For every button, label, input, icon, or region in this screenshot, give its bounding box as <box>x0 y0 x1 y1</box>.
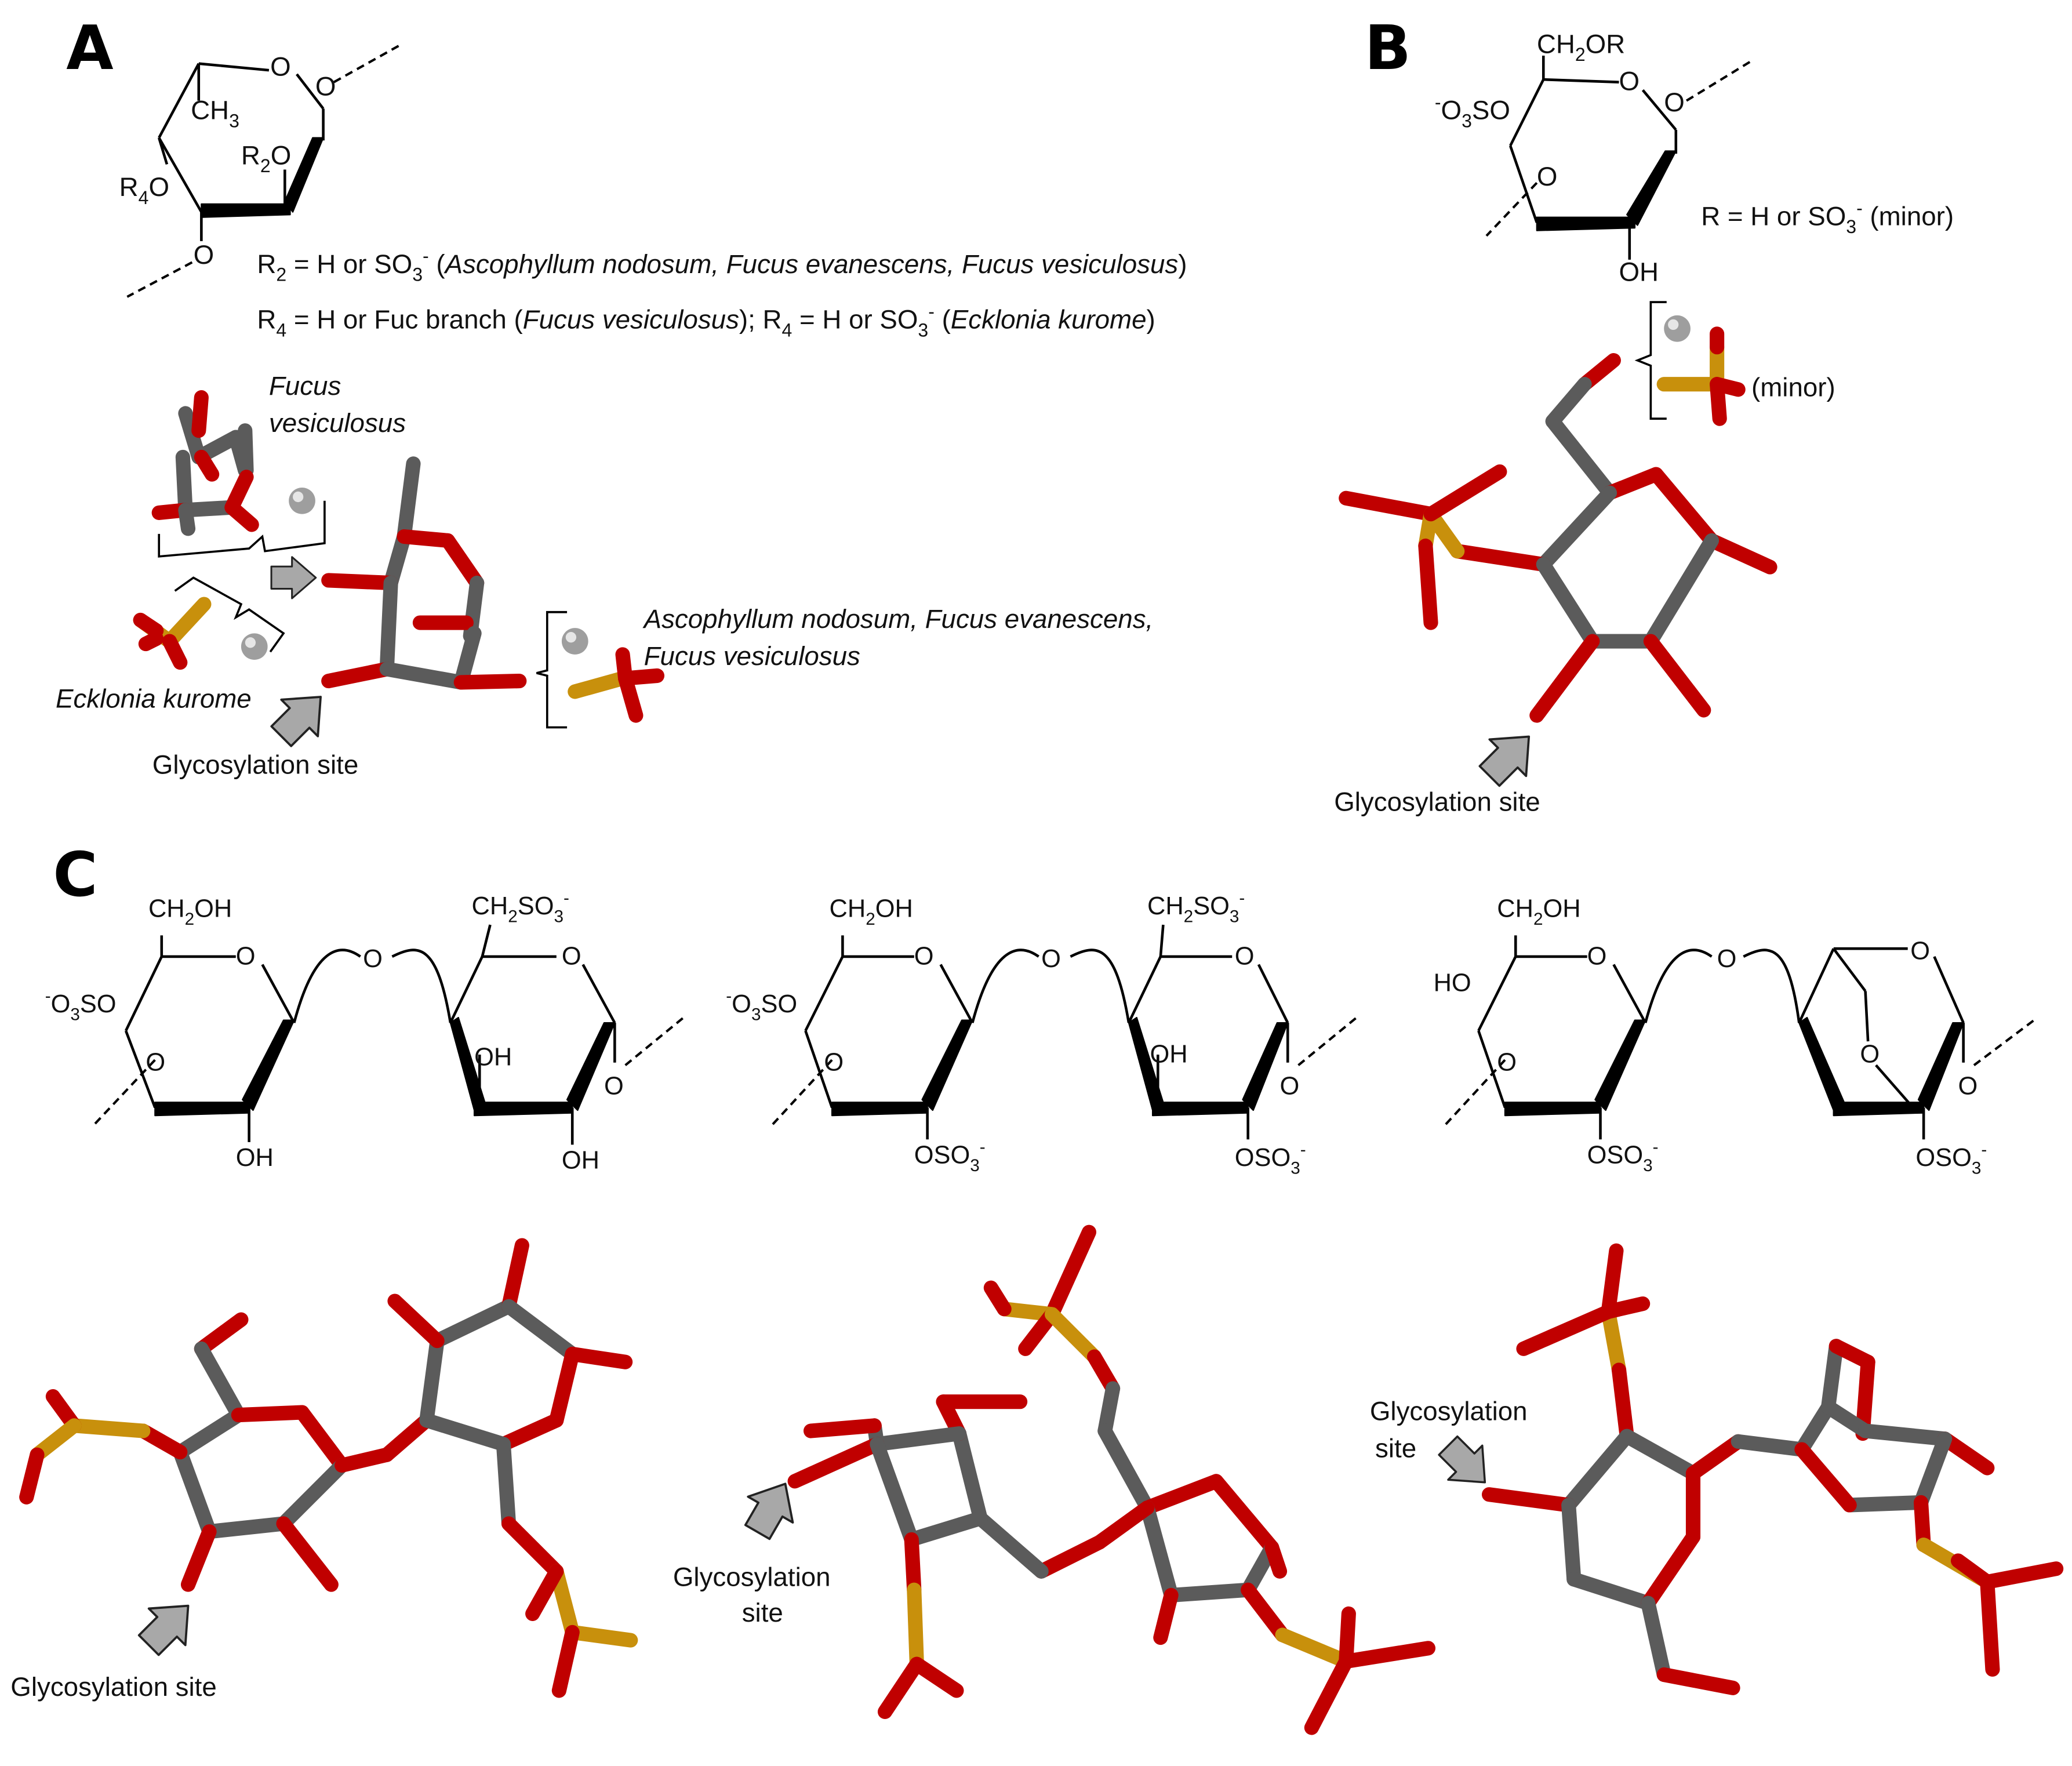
a-fucose-branch-3d <box>151 390 259 536</box>
a-ecklonia-label: Ecklonia kurome <box>56 684 252 713</box>
panel-b-label: B <box>1365 12 1411 83</box>
a-link-oxygen: O <box>194 240 215 270</box>
c2-ch2oh: CH2OH <box>830 895 913 929</box>
b-so3o-label: -O3SO <box>1435 92 1510 131</box>
panel-c-label: C <box>53 839 97 910</box>
a-sodium-right <box>561 628 588 655</box>
c2-so3o-left: -O3SO <box>726 987 797 1024</box>
c1-ring-oxygen-2: O <box>562 943 581 971</box>
a-species-line2: Fucus vesiculosus <box>644 641 860 671</box>
c3-ho-label: HO <box>1434 969 1471 997</box>
c2-oso3-bottom-2: OSO3- <box>1235 1140 1306 1178</box>
a-ring-oxygen: O <box>270 52 291 81</box>
c3-glycosylation-line2: site <box>1375 1434 1416 1463</box>
c2-glycosylation-line1: Glycosylation <box>673 1562 831 1591</box>
a-glyco-oxygen: O <box>315 72 336 101</box>
c3-glyco-oxygen: O <box>1958 1073 1978 1100</box>
c2-glycosylation-line2: site <box>742 1598 783 1627</box>
c1-oh-bottom-2: OH <box>562 1147 599 1175</box>
a-fucus-line1: Fucus <box>269 371 341 401</box>
c-model-1-3d <box>19 1238 638 1698</box>
fucose-chair-structure: O O O CH3 R2O R4O <box>119 43 401 298</box>
c-disaccharide-3: CH2OH O HO O OSO3- O O O O OSO3- <box>1434 895 2038 1178</box>
c1-bridge-oxygen: O <box>363 945 383 973</box>
b-ch2or-label: CH2OR <box>1537 29 1625 65</box>
a-bracket-right <box>536 611 568 729</box>
a-fucose-main-3d <box>321 456 527 690</box>
c3-ring-oxygen-2: O <box>1910 937 1930 965</box>
b-glycosylation-arrow <box>1470 717 1548 795</box>
c2-ring-oxygen-2: O <box>1235 943 1255 971</box>
a-ch3-label: CH3 <box>191 96 239 132</box>
a-legend-r4: R4 = H or Fuc branch (Fucus vesiculosus)… <box>257 301 1155 340</box>
b-ring-oxygen: O <box>1619 66 1640 96</box>
a-glycosylation-arrow <box>261 677 340 756</box>
b-sulfate-minor-3d <box>1656 326 1746 426</box>
c-disaccharide-2: CH2OH O -O3SO O OSO3- O CH2SO3- O OH O O… <box>726 889 1358 1178</box>
a-r4o-label: R4O <box>119 172 169 208</box>
a-sulfate-right-3d <box>568 647 665 723</box>
a-sodium-top <box>289 487 315 514</box>
c1-ch2oh: CH2OH <box>148 895 232 929</box>
c-model-2-3d <box>787 1224 1436 1735</box>
c2-oso3-bottom: OSO3- <box>914 1138 986 1175</box>
a-bracket-left <box>174 576 285 653</box>
c-disaccharide-1: CH2OH O -O3SO O OH O CH2SO3- O OH O OH <box>45 889 685 1175</box>
c3-oso3-bottom: OSO3- <box>1587 1138 1659 1175</box>
c3-ring-oxygen-1: O <box>1587 943 1607 971</box>
b-bracket <box>1634 301 1667 420</box>
c3-glycosylation-line1: Glycosylation <box>1370 1397 1528 1426</box>
c2-ch2so3: CH2SO3- <box>1147 889 1245 926</box>
b-galactose-3d <box>1339 353 1777 723</box>
a-branch-arrow <box>270 556 317 599</box>
galactose-chair-structure: CH2OR O O -O3SO O OH <box>1435 29 1753 286</box>
c2-bridge-oxygen: O <box>1041 945 1061 973</box>
b-r-definition: R = H or SO3- (minor) <box>1701 198 1954 237</box>
c3-oso3-bottom-2: OSO3- <box>1915 1140 1987 1178</box>
c2-ring-oxygen-1: O <box>914 943 934 971</box>
c2-link-oxygen: O <box>824 1048 844 1076</box>
b-minor-label: (minor) <box>1751 372 1835 402</box>
c3-anhydro-oxygen: O <box>1860 1041 1880 1069</box>
c1-ring-oxygen-1: O <box>236 943 256 971</box>
panel-a-label: A <box>66 12 113 83</box>
a-fucus-line2: vesiculosus <box>269 408 406 438</box>
c1-link-oxygen: O <box>146 1048 165 1076</box>
c1-glycosylation-arrow <box>129 1586 208 1665</box>
b-oh-label: OH <box>1619 257 1659 286</box>
b-glyco-oxygen: O <box>1664 88 1685 117</box>
c2-glyco-oxygen: O <box>1280 1073 1300 1100</box>
c1-oh-bottom: OH <box>236 1144 274 1172</box>
a-species-line1: Ascophyllum nodosum, Fucus evanescens, <box>642 604 1154 634</box>
c3-ch2oh: CH2OH <box>1497 895 1580 929</box>
a-glycosylation-label: Glycosylation site <box>152 750 358 780</box>
a-sulfate-ecklonia-3d <box>133 597 212 670</box>
c3-bridge-oxygen: O <box>1717 945 1737 973</box>
c-model-3-3d <box>1481 1243 2064 1695</box>
c1-oh-inner: OH <box>474 1043 512 1071</box>
c1-ch2so3: CH2SO3- <box>472 889 569 926</box>
a-sodium-left <box>241 633 268 660</box>
b-glycosylation-label: Glycosylation site <box>1334 787 1540 817</box>
c1-glyco-oxygen: O <box>604 1073 624 1100</box>
b-sodium <box>1664 315 1691 342</box>
a-bracket-top <box>158 500 326 558</box>
a-legend-r2: R2 = H or SO3- (Ascophyllum nodosum, Fuc… <box>257 245 1187 285</box>
a-r2o-label: R2O <box>241 140 291 176</box>
c1-so3o-left: -O3SO <box>45 987 117 1024</box>
c2-oh-inner: OH <box>1150 1041 1188 1069</box>
b-link-oxygen: O <box>1537 162 1558 191</box>
c1-glycosylation-label: Glycosylation site <box>10 1672 216 1702</box>
c3-link-oxygen: O <box>1497 1048 1517 1076</box>
